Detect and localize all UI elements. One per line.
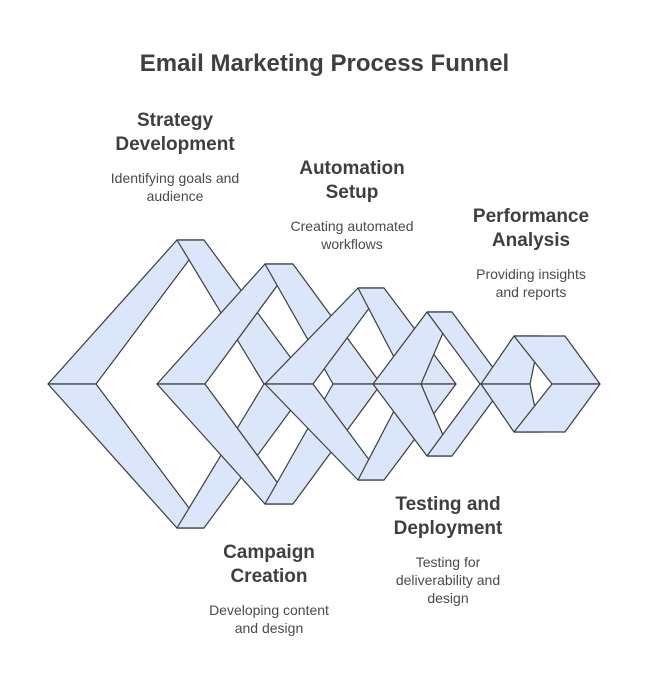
step-title: Campaign Creation (184, 541, 354, 589)
step-performance-analysis: Performance Analysis Providing insights … (446, 205, 616, 301)
step-automation-setup: Automation Setup Creating automated work… (267, 157, 437, 253)
step-desc-line: design (427, 590, 469, 606)
step-desc-line: audience (146, 188, 204, 204)
step-title-line: Automation (299, 158, 405, 179)
step-title: Strategy Development (90, 109, 260, 157)
step-testing-deployment: Testing and Deployment Testing for deliv… (363, 493, 533, 607)
step-desc-line: Testing for (415, 554, 481, 570)
step-description: Providing insights and reports (446, 265, 616, 301)
step-desc-line: Creating automated (290, 218, 414, 234)
step-desc-line: Providing insights (476, 266, 586, 282)
step-title-line: Testing and (395, 494, 501, 515)
step-title-line: Campaign (223, 542, 315, 563)
step-desc-line: workflows (321, 236, 383, 252)
step-description: Testing for deliverability and design (363, 553, 533, 607)
step-title-line: Strategy (136, 110, 214, 131)
step-description: Developing content and design (184, 601, 354, 637)
step-description: Identifying goals and audience (90, 169, 260, 205)
funnel-ring-4 (372, 311, 506, 457)
step-title-line: Analysis (491, 230, 571, 251)
step-desc-line: Developing content (209, 602, 329, 618)
funnel-ring-2 (156, 263, 382, 505)
step-desc-line: and design (234, 620, 304, 636)
step-title-line: Performance (472, 206, 590, 227)
step-title-line: Deployment (393, 518, 503, 539)
step-title: Testing and Deployment (363, 493, 533, 541)
step-title-line: Setup (325, 182, 379, 203)
step-title: Automation Setup (267, 157, 437, 205)
funnel-ring-5 (480, 335, 601, 433)
step-campaign-creation: Campaign Creation Developing content and… (184, 541, 354, 637)
step-title: Performance Analysis (446, 205, 616, 253)
diagram-title: Email Marketing Process Funnel (139, 50, 510, 77)
step-description: Creating automated workflows (267, 217, 437, 253)
step-title-line: Creation (230, 566, 308, 587)
ring-5-lower-inner-band (513, 383, 601, 433)
step-title-line: Development (115, 134, 235, 155)
funnel-ring-3 (264, 287, 457, 481)
step-desc-line: and reports (495, 284, 567, 300)
step-desc-line: deliverability and (395, 572, 501, 588)
step-strategy-development: Strategy Development Identifying goals a… (90, 109, 260, 205)
step-desc-line: Identifying goals and (110, 170, 240, 186)
